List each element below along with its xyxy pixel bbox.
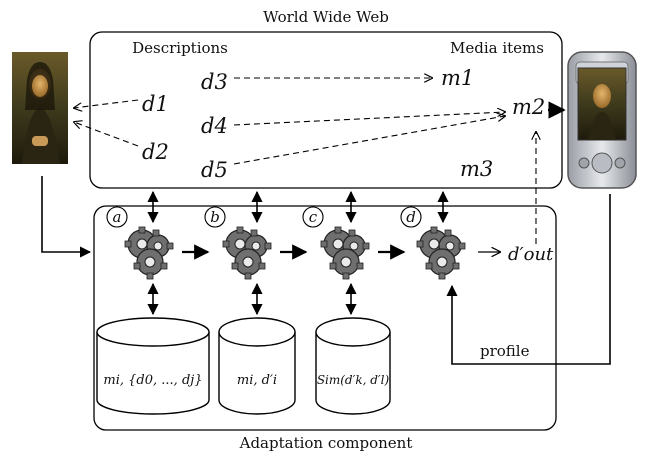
arrow-d1-painting — [74, 99, 139, 108]
adaptation-box — [93, 205, 557, 431]
database-1-label: mi, {d0, ..., dj} — [103, 373, 202, 388]
media-m3: m3 — [460, 157, 493, 181]
descriptions-heading: Descriptions — [132, 39, 228, 57]
gear-icon-step-c — [320, 226, 370, 280]
database-3-label: Sim(d′k, d′l) — [317, 373, 390, 387]
description-d1: d1 — [142, 92, 169, 116]
arrow-painting-input — [41, 176, 92, 258]
description-d4: d4 — [201, 114, 228, 138]
description-d5: d5 — [201, 158, 228, 182]
step-b-label: b — [210, 208, 220, 226]
description-d2: d2 — [142, 140, 169, 164]
step-c-label: c — [309, 208, 318, 226]
pda-device — [567, 51, 637, 189]
step-b-circle — [204, 206, 226, 228]
adaptation-title: Adaptation component — [239, 434, 413, 452]
step-c-circle — [302, 206, 324, 228]
media-items-heading: Media items — [450, 39, 544, 57]
step-d-circle — [400, 206, 422, 228]
database-3 — [315, 317, 391, 415]
gear-icon-step-b — [222, 226, 272, 280]
profile-label: profile — [480, 342, 530, 360]
arrow-d2-painting — [74, 122, 139, 147]
step-a-label: a — [113, 208, 122, 226]
gear-icon-step-d — [416, 226, 466, 280]
media-m2: m2 — [512, 95, 545, 119]
arrow-d5-m2 — [233, 116, 505, 165]
database-2 — [218, 317, 296, 415]
database-1 — [96, 317, 210, 415]
web-title: World Wide Web — [263, 8, 389, 26]
description-d3: d3 — [201, 70, 228, 94]
mona-lisa-painting — [12, 52, 68, 164]
output-description: d′out — [508, 244, 554, 265]
arrow-d4-m2 — [233, 112, 505, 126]
media-m1: m1 — [441, 66, 474, 90]
arrow-profile — [446, 194, 611, 365]
step-d-label: d — [406, 208, 416, 226]
gear-icon-step-a — [124, 226, 174, 280]
database-2-label: mi, d′i — [237, 373, 277, 388]
step-a-circle — [106, 206, 128, 228]
